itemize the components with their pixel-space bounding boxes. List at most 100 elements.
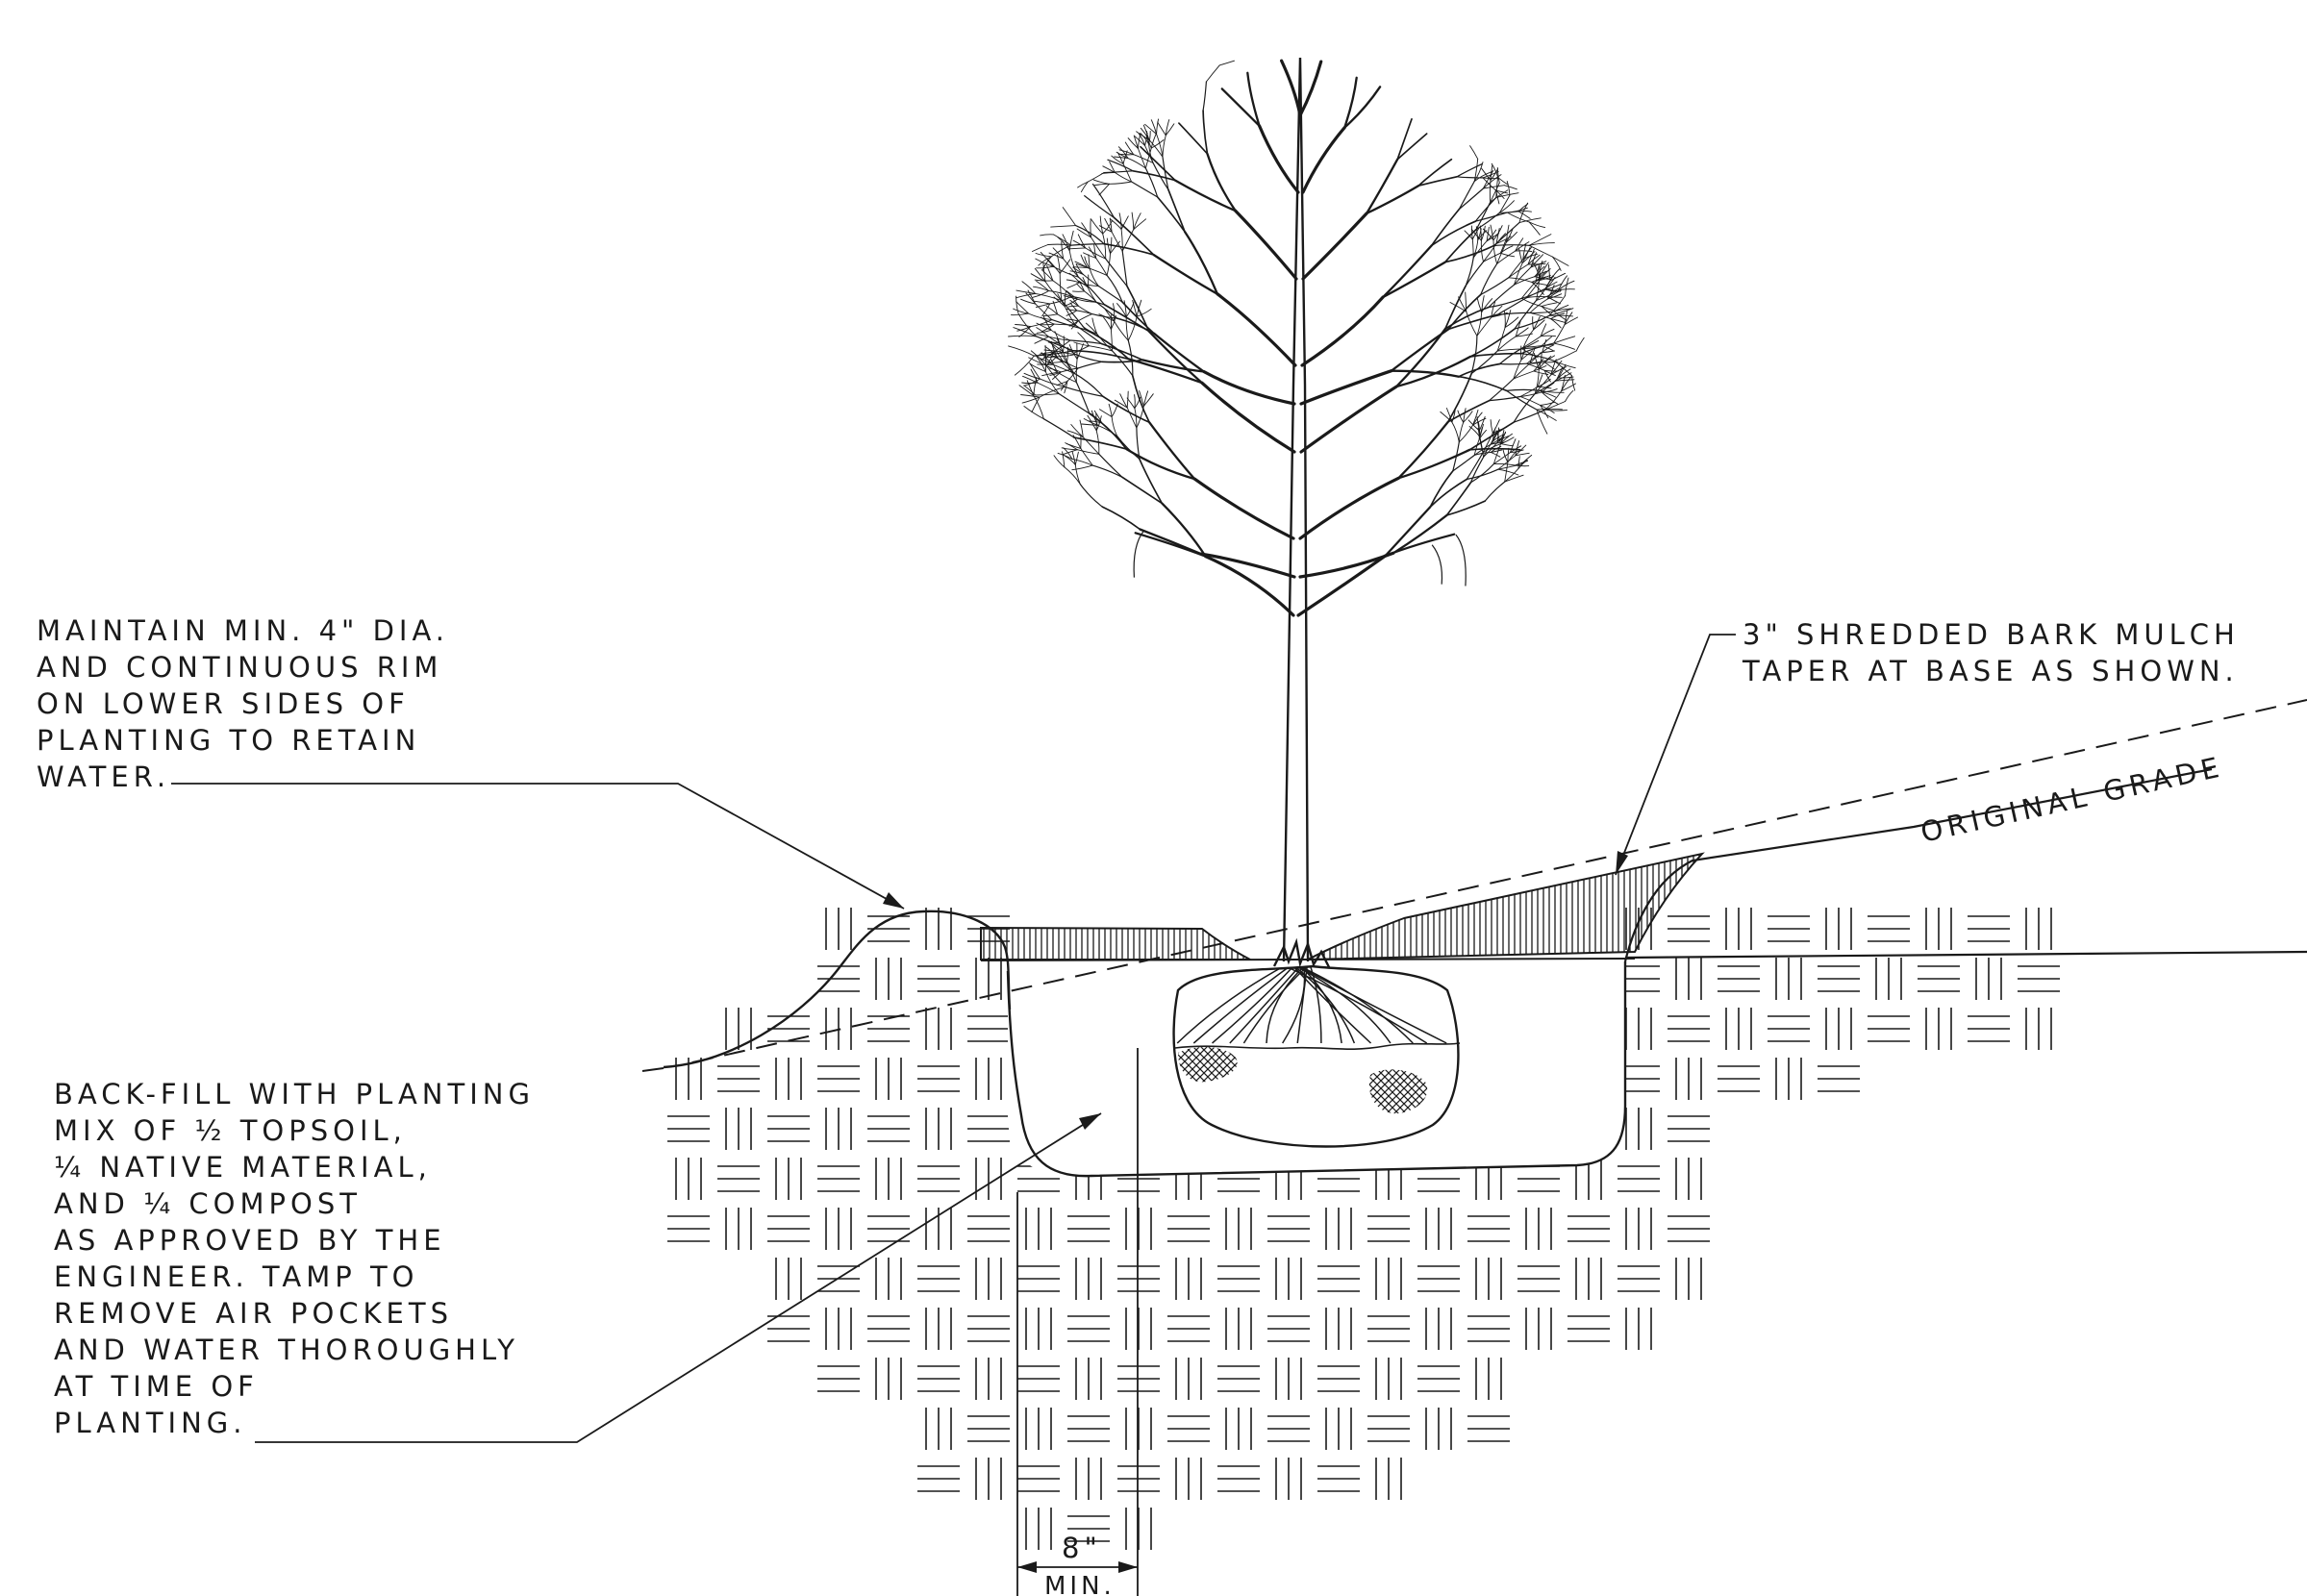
soil-hatch-cell bbox=[875, 958, 902, 1000]
mulch-right bbox=[1307, 852, 1705, 960]
soil-hatch-cell bbox=[1625, 1108, 1652, 1150]
tree-branch bbox=[1095, 301, 1117, 319]
tree-branch bbox=[1443, 244, 1495, 263]
tree-branch bbox=[1544, 409, 1567, 411]
tree-branch bbox=[1165, 119, 1170, 137]
tree-branch bbox=[1116, 303, 1127, 318]
tree-branch bbox=[1045, 306, 1059, 315]
tree-branch bbox=[1458, 421, 1465, 443]
soil-hatch-cell bbox=[2018, 965, 2060, 992]
tree-branch bbox=[1517, 247, 1523, 264]
tree-branch bbox=[1537, 386, 1552, 389]
tree-branch bbox=[1496, 336, 1517, 352]
tree-branch bbox=[1053, 455, 1066, 468]
tree-branch bbox=[1553, 311, 1567, 321]
soil-hatch-cell bbox=[1668, 1115, 1710, 1142]
tree-branch bbox=[1488, 297, 1522, 309]
tree-branch bbox=[1049, 371, 1062, 376]
tree-branch bbox=[1446, 372, 1473, 423]
soil-hatch-cell bbox=[1417, 1265, 1460, 1292]
root-line bbox=[1282, 966, 1306, 1044]
tree-branch bbox=[1457, 410, 1465, 423]
tree-branch bbox=[1036, 322, 1052, 331]
tree-branch bbox=[1458, 362, 1501, 378]
tree-branch bbox=[1122, 162, 1133, 183]
tree-branch bbox=[1085, 322, 1098, 335]
backfill-note-line: AND WATER THOROUGHLY bbox=[54, 1334, 519, 1366]
tree-branch bbox=[1091, 219, 1104, 235]
soil-hatch-cell bbox=[1025, 1208, 1052, 1250]
tree-branch bbox=[1558, 288, 1575, 291]
root-line bbox=[1299, 966, 1414, 1044]
tree-branch bbox=[1496, 241, 1507, 264]
tree-branch bbox=[1445, 482, 1472, 516]
tree-branch bbox=[1121, 229, 1135, 252]
soil-hatch-cell bbox=[1075, 1258, 1102, 1300]
tree-branch bbox=[1540, 401, 1556, 406]
soil-hatch-cell bbox=[1167, 1315, 1210, 1342]
soil-hatch-cell bbox=[925, 908, 952, 950]
tree-branch bbox=[1539, 268, 1551, 282]
soil-hatch-cell bbox=[1875, 958, 1902, 1000]
tree-branch bbox=[1066, 318, 1079, 322]
soil-hatch-cell bbox=[1067, 1215, 1110, 1242]
tree-branch bbox=[1490, 224, 1494, 241]
soil-hatch-cell bbox=[1367, 1415, 1410, 1442]
soil-hatch-cell bbox=[1525, 1208, 1552, 1250]
soil-hatch-cell bbox=[1467, 1415, 1510, 1442]
soil-hatch-cell bbox=[967, 1415, 1010, 1442]
tree-branch bbox=[1034, 279, 1054, 282]
soil-hatch-cell bbox=[1725, 908, 1752, 950]
tree-branch bbox=[1076, 283, 1086, 292]
tree-branch bbox=[1087, 266, 1108, 276]
tree-branch bbox=[1451, 421, 1460, 443]
soil-hatch-cell bbox=[1225, 1208, 1252, 1250]
tree-branch bbox=[1466, 311, 1478, 337]
tree-branch bbox=[1047, 243, 1072, 246]
tree-branch bbox=[1500, 430, 1505, 444]
tree-twig bbox=[1455, 534, 1467, 586]
soil-hatch-cell bbox=[1725, 1008, 1752, 1050]
tree-branch bbox=[1029, 362, 1046, 372]
tree-branch bbox=[1138, 133, 1146, 146]
soil-hatch-cell bbox=[1467, 1315, 1510, 1342]
soil-hatch-cell bbox=[1175, 1258, 1202, 1300]
tree-branch bbox=[1394, 355, 1471, 388]
soil-hatch-cell bbox=[825, 1108, 852, 1150]
tree-branch bbox=[1515, 327, 1529, 337]
left-ground-line bbox=[641, 1067, 665, 1072]
tree-branch bbox=[1526, 352, 1543, 364]
tree-branch bbox=[1029, 362, 1041, 380]
tree-branch bbox=[1525, 295, 1548, 299]
soil-hatch-cell bbox=[667, 1215, 710, 1242]
tree-branch bbox=[1558, 376, 1574, 379]
tree-branch bbox=[1075, 225, 1105, 245]
soil-hatch-cell bbox=[1775, 1058, 1802, 1100]
rim-note-line: WATER. bbox=[37, 761, 170, 793]
tree-branch bbox=[1076, 228, 1092, 238]
tree-branch bbox=[1536, 408, 1563, 411]
soil-hatch-cell bbox=[1668, 1015, 1710, 1042]
tree-branch bbox=[1120, 215, 1129, 230]
soil-hatch-cell bbox=[1217, 1265, 1260, 1292]
soil-hatch-cell bbox=[1768, 915, 1810, 942]
tree-branch bbox=[1202, 81, 1207, 112]
tree-branch bbox=[1133, 154, 1154, 163]
tree-branch bbox=[1445, 408, 1453, 423]
soil-hatch-cell bbox=[1668, 1215, 1710, 1242]
tree-branch bbox=[1016, 289, 1037, 294]
tree-branch bbox=[1475, 226, 1479, 240]
tree-branch bbox=[1041, 323, 1055, 333]
tree-branch bbox=[1087, 287, 1097, 303]
soil-hatch-cell bbox=[825, 1208, 852, 1250]
tree-branch bbox=[1027, 289, 1037, 305]
tree-branch bbox=[1041, 303, 1051, 317]
tree-branch bbox=[1068, 250, 1079, 278]
tree-branch bbox=[1543, 369, 1556, 377]
tree-branch bbox=[1548, 263, 1551, 282]
tree-branch bbox=[1444, 285, 1467, 330]
tree-branch bbox=[1530, 254, 1544, 268]
soil-hatch-cell bbox=[1275, 1458, 1302, 1500]
tree-branch bbox=[1038, 256, 1052, 266]
